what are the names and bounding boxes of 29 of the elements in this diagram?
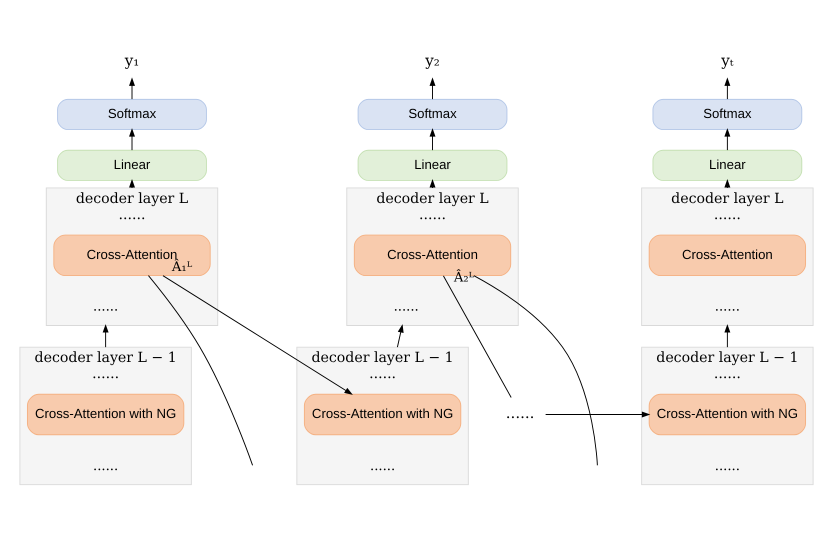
arrow <box>545 411 650 417</box>
arrow <box>129 76 135 100</box>
node-text: y₂ <box>425 50 440 69</box>
arrow <box>162 274 353 394</box>
arrow <box>102 324 109 348</box>
edge-label: Â₁ᴸ <box>172 260 192 275</box>
node-box: Softmax <box>57 98 207 130</box>
node-box: Cross-Attention with NG <box>304 393 462 435</box>
node-box: Cross-Attention <box>648 234 806 276</box>
arrow <box>430 128 436 150</box>
arrow <box>396 324 404 348</box>
node-box: Linear <box>57 149 207 180</box>
node-box: Softmax <box>358 98 508 130</box>
arrow <box>724 128 730 150</box>
arrow <box>724 324 730 348</box>
node-box: Softmax <box>652 98 802 130</box>
connector <box>442 274 512 398</box>
node-box: Linear <box>358 149 508 180</box>
node-box: Cross-Attention with NG <box>648 393 806 435</box>
node-text: y₁ <box>124 50 140 69</box>
arrow <box>129 128 135 150</box>
node-text: yₜ <box>721 50 734 69</box>
node-text: ...... <box>506 404 534 422</box>
arrow <box>430 76 436 100</box>
node-box: Cross-Attention with NG <box>26 393 184 435</box>
connector <box>473 274 598 466</box>
arrow <box>724 76 730 100</box>
node-box: Linear <box>652 149 802 180</box>
connector <box>148 274 254 466</box>
